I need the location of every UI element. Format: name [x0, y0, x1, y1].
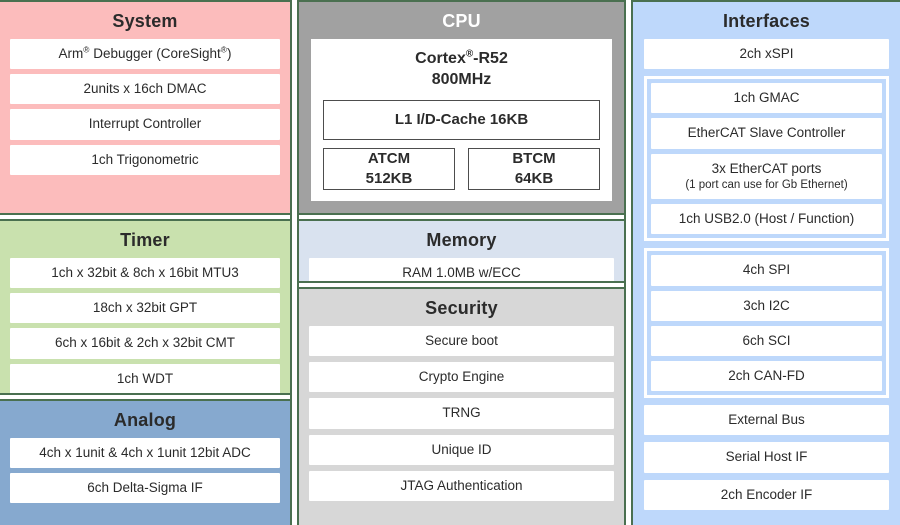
- right-column: Interfaces 2ch xSPI 1ch GMAC EtherCAT Sl…: [633, 0, 900, 525]
- cpu-tcm-row: ATCM 512KB BTCM 64KB: [323, 147, 600, 190]
- section-timer: Timer 1ch x 32bit & 8ch x 16bit MTU3 18c…: [0, 219, 290, 395]
- item-trng: TRNG: [309, 398, 614, 429]
- section-memory: Memory RAM 1.0MB w/ECC: [299, 219, 624, 283]
- item-xspi: 2ch xSPI: [644, 39, 889, 70]
- item-encoder-if: 2ch Encoder IF: [644, 479, 889, 510]
- section-cpu: CPU Cortex®-R52 800MHz L1 I/D-Cache 16KB…: [299, 0, 624, 215]
- item-mtu3: 1ch x 32bit & 8ch x 16bit MTU3: [10, 258, 280, 289]
- section-interfaces: Interfaces 2ch xSPI 1ch GMAC EtherCAT Sl…: [633, 0, 900, 525]
- divider-mid-right: [624, 0, 633, 525]
- item-ethercat-ports: 3x EtherCAT ports (1 port can use for Gb…: [651, 153, 882, 200]
- item-gmac: 1ch GMAC: [651, 83, 882, 114]
- item-ethercat-ports-label: 3x EtherCAT ports: [711, 160, 822, 176]
- cpu-atcm-size: 512KB: [365, 169, 413, 187]
- section-security: Security Secure boot Crypto Engine TRNG …: [299, 287, 624, 525]
- left-column: System Arm® Debugger (CoreSight®) 2units…: [0, 0, 290, 525]
- item-jtag-authentication: JTAG Authentication: [309, 470, 614, 502]
- item-dmac: 2units x 16ch DMAC: [10, 74, 280, 105]
- item-ram: RAM 1.0MB w/ECC: [309, 258, 614, 281]
- item-usb2: 1ch USB2.0 (Host / Function): [651, 204, 882, 235]
- item-ethercat-slave-controller: EtherCAT Slave Controller: [651, 118, 882, 149]
- item-i2c: 3ch I2C: [651, 290, 882, 321]
- item-secure-boot: Secure boot: [309, 326, 614, 357]
- item-cmt: 6ch x 16bit & 2ch x 32bit CMT: [10, 328, 280, 359]
- cpu-atcm-name: ATCM: [367, 150, 411, 168]
- section-timer-title: Timer: [120, 230, 170, 250]
- section-analog-title: Analog: [113, 410, 177, 430]
- cpu-btcm-size: 64KB: [514, 169, 554, 187]
- item-unique-id: Unique ID: [309, 434, 614, 465]
- cpu-btcm: BTCM 64KB: [468, 147, 600, 190]
- middle-column: CPU Cortex®-R52 800MHz L1 I/D-Cache 16KB…: [299, 0, 624, 525]
- item-trigonometric: 1ch Trigonometric: [10, 144, 280, 175]
- interfaces-group-serial: 4ch SPI 3ch I2C 6ch SCI 2ch CAN-FD: [644, 248, 889, 399]
- section-system-title: System: [112, 11, 178, 31]
- cpu-core-model: Cortex®-R52: [415, 48, 508, 68]
- item-crypto-engine: Crypto Engine: [309, 362, 614, 393]
- section-system: System Arm® Debugger (CoreSight®) 2units…: [0, 0, 290, 215]
- interfaces-group-network: 1ch GMAC EtherCAT Slave Controller 3x Et…: [644, 76, 889, 242]
- item-sci: 6ch SCI: [651, 325, 882, 356]
- cpu-atcm: ATCM 512KB: [323, 147, 455, 190]
- item-external-bus: External Bus: [644, 405, 889, 436]
- item-serial-host-if: Serial Host IF: [644, 442, 889, 473]
- item-interrupt-controller: Interrupt Controller: [10, 109, 280, 140]
- item-wdt: 1ch WDT: [10, 363, 280, 393]
- item-ethercat-ports-sub: (1 port can use for Gb Ethernet): [685, 178, 848, 191]
- section-security-title: Security: [425, 298, 498, 318]
- item-arm-debugger: Arm® Debugger (CoreSight®): [10, 39, 280, 70]
- item-adc: 4ch x 1unit & 4ch x 1unit 12bit ADC: [10, 438, 280, 469]
- section-analog: Analog 4ch x 1unit & 4ch x 1unit 12bit A…: [0, 399, 290, 525]
- item-delta-sigma-if: 6ch Delta-Sigma IF: [10, 473, 280, 504]
- item-can-fd: 2ch CAN-FD: [651, 360, 882, 392]
- cpu-core-block: Cortex®-R52 800MHz L1 I/D-Cache 16KB ATC…: [311, 39, 612, 201]
- item-gpt: 18ch x 32bit GPT: [10, 293, 280, 324]
- cpu-btcm-name: BTCM: [512, 150, 556, 168]
- item-spi: 4ch SPI: [651, 255, 882, 286]
- section-cpu-title: CPU: [442, 11, 481, 31]
- cpu-l1-cache: L1 I/D-Cache 16KB: [323, 99, 600, 140]
- divider-left-mid: [290, 0, 299, 525]
- cpu-core-name: Cortex®-R52 800MHz: [323, 49, 600, 91]
- section-memory-title: Memory: [426, 230, 497, 250]
- section-interfaces-title: Interfaces: [722, 11, 811, 31]
- cpu-core-clock: 800MHz: [431, 70, 492, 88]
